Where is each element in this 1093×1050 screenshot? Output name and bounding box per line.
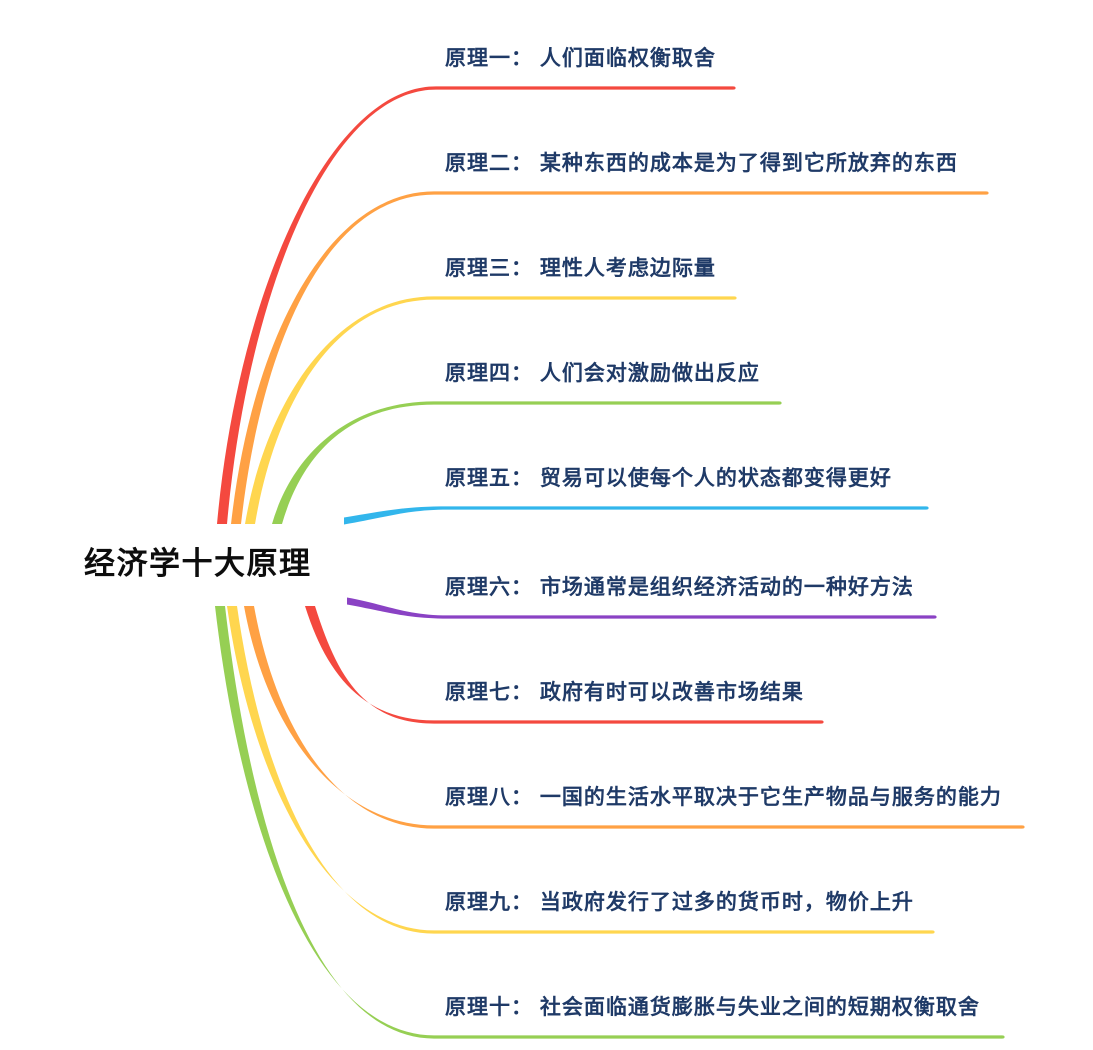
branch-label-principle-8[interactable]: 原理八： 一国的生活水平取决于它生产物品与服务的能力 [445, 786, 1002, 809]
branch-label-principle-2[interactable]: 原理二： 某种东西的成本是为了得到它所放弃的东西 [445, 152, 958, 175]
branch-line-principle-6 [347, 597, 937, 619]
branch-label-principle-4[interactable]: 原理四： 人们会对激励做出反应 [445, 362, 760, 385]
branch-line-principle-5 [344, 506, 929, 525]
branch-label-principle-10[interactable]: 原理十： 社会面临通货膨胀与失业之间的短期权衡取舍 [445, 996, 980, 1019]
branch-label-principle-1[interactable]: 原理一： 人们面临权衡取舍 [445, 47, 716, 70]
branch-label-principle-6[interactable]: 原理六： 市场通常是组织经济活动的一种好方法 [445, 576, 914, 599]
branch-label-principle-7[interactable]: 原理七： 政府有时可以改善市场结果 [445, 681, 804, 704]
branch-label-principle-3[interactable]: 原理三： 理性人考虑边际量 [445, 257, 716, 280]
branch-label-principle-5[interactable]: 原理五： 贸易可以使每个人的状态都变得更好 [445, 467, 892, 490]
branch-label-principle-9[interactable]: 原理九： 当政府发行了过多的货币时，物价上升 [445, 891, 914, 914]
root-topic[interactable]: 经济学十大原理 [84, 546, 312, 581]
branch-line-principle-10 [215, 606, 1005, 1039]
branch-line-principle-4 [272, 401, 782, 524]
